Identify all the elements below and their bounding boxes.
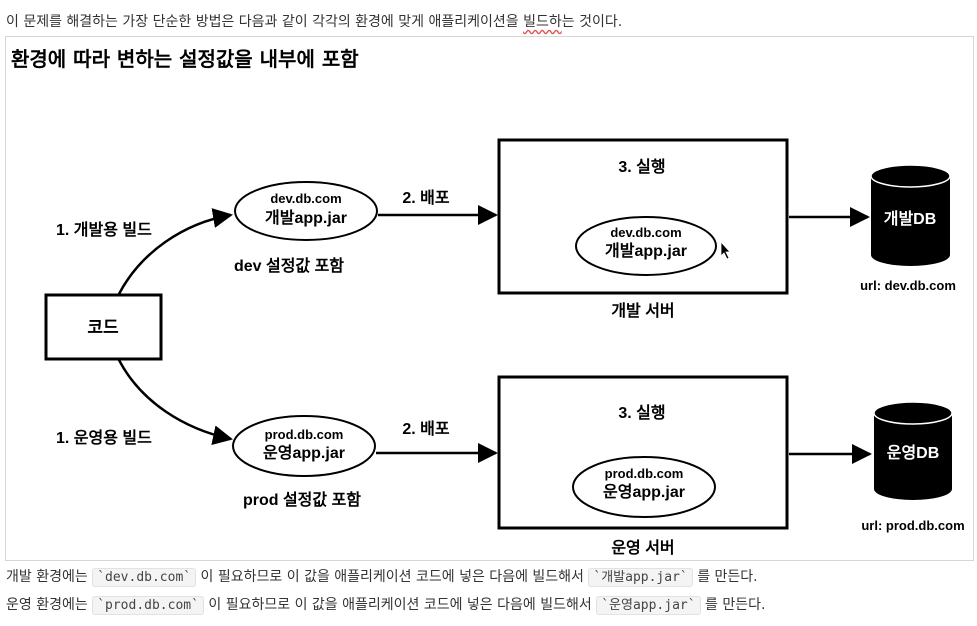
dev-db-cylinder-icon [870,164,951,266]
dev-artifact-caption: dev 설정값 포함 [234,256,344,275]
dev-artifact-host: dev.db.com [270,191,341,206]
dev-server-caption: 개발 서버 [611,301,674,320]
prod-db-url: url: prod.db.com [861,518,964,533]
mouse-cursor-icon [720,240,731,260]
note-prod-code-host: `prod.db.com` [92,596,204,615]
code-box [44,293,163,361]
dev-artifact-ellipse [234,181,378,241]
prod-build-arrow [117,359,233,446]
dev-server-app-ellipse [575,216,717,276]
dev-server-jar: 개발app.jar [605,241,687,260]
code-box-label: 코드 [87,318,119,337]
note-prod-pre: 운영 환경에는 [6,597,93,613]
prod-deploy-label: 2. 배포 [402,420,450,438]
dev-run-label: 3. 실행 [618,158,665,176]
note-dev-mid: 이 필요하므로 이 값을 애플리케이션 코드에 넣은 다음에 빌드해서 [196,569,589,585]
prod-artifact-caption: prod 설정값 포함 [243,490,361,509]
figure-title: 환경에 따라 변하는 설정값을 내부에 포함 [11,47,359,71]
dev-build-arrow [117,208,233,295]
intro-text-pre: 이 문제를 해결하는 가장 단순한 방법은 다음과 같이 각각의 환경에 맞게 … [6,14,524,30]
dev-server-host: dev.db.com [610,225,681,240]
note-prod-post: 를 만든다. [700,597,766,613]
diagram-canvas: 코드 1. 개발용 빌드 1. 운영용 빌드 dev.db.com 개발app.… [44,138,965,557]
prod-db-label: 운영DB [887,444,940,462]
prod-artifact-ellipse [232,415,376,477]
note-prod: 운영 환경에는 `prod.db.com` 이 필요하므로 이 값을 애플리케이… [6,594,765,617]
dev-db-label: 개발DB [884,209,937,228]
note-prod-code-jar: `운영app.jar` [596,596,701,615]
prod-build-label: 1. 운영용 빌드 [56,429,152,447]
intro-text-post: 는 것이다. [561,14,623,30]
note-prod-mid: 이 필요하므로 이 값을 애플리케이션 코드에 넣은 다음에 빌드해서 [203,597,597,613]
dev-artifact-jar: 개발app.jar [265,208,347,227]
diagram-figure: 코드 1. 개발용 빌드 1. 운영용 빌드 dev.db.com 개발app.… [5,36,974,561]
prod-server-caption: 운영 서버 [611,539,674,557]
dev-build-label: 1. 개발용 빌드 [56,220,152,239]
note-dev-post: 를 만든다. [692,569,758,585]
prod-artifact-jar: 운영app.jar [263,444,345,462]
intro-text-spellcheck: 빌드하 [523,14,562,30]
prod-db-cylinder-icon [873,401,953,500]
prod-server-host: prod.db.com [605,466,684,481]
note-dev: 개발 환경에는 `dev.db.com` 이 필요하므로 이 값을 애플리케이션… [6,566,758,589]
prod-run-label: 3. 실행 [618,404,665,422]
note-dev-pre: 개발 환경에는 [6,569,93,585]
note-dev-code-jar: `개발app.jar` [588,568,693,587]
prod-server-app-ellipse [572,456,716,518]
dev-deploy-label: 2. 배포 [402,189,450,207]
prod-artifact-host: prod.db.com [265,427,344,442]
note-dev-code-host: `dev.db.com` [92,568,197,587]
prod-server-jar: 운영app.jar [603,483,685,501]
dev-db-url: url: dev.db.com [860,278,956,293]
intro-paragraph: 이 문제를 해결하는 가장 단순한 방법은 다음과 같이 각각의 환경에 맞게 … [6,11,622,31]
